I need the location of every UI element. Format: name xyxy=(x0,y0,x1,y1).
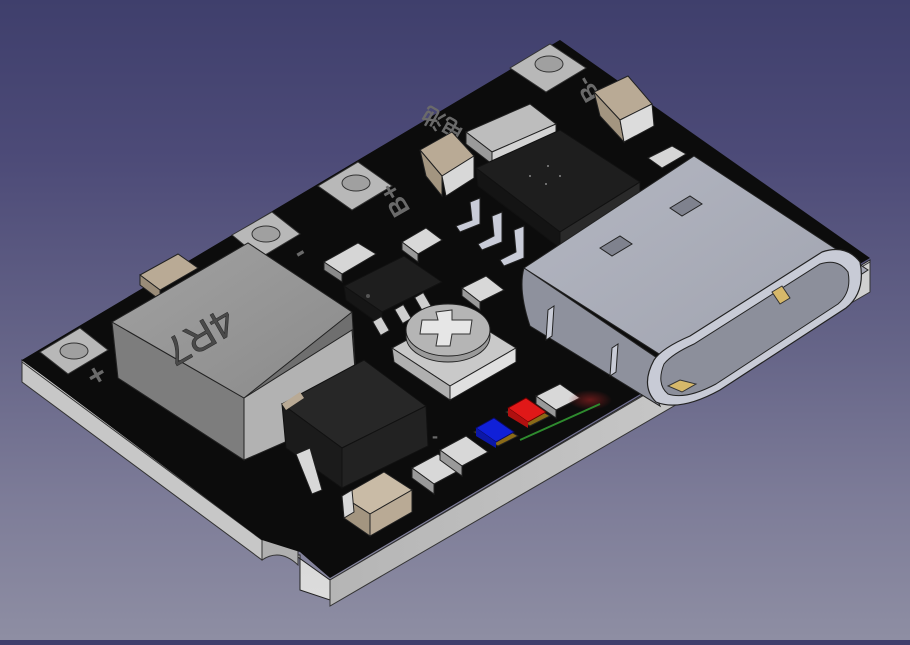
capacitor-c1 xyxy=(139,253,199,301)
green-trace xyxy=(519,403,601,441)
capacitor-c3 xyxy=(593,75,655,144)
resistor-r2 xyxy=(647,145,687,169)
resistor-r3 xyxy=(461,275,505,312)
led-red xyxy=(504,397,552,428)
pad-b-minus xyxy=(509,43,587,93)
usb-latch-slot-1 xyxy=(599,235,633,257)
silk-mark-minus: - xyxy=(432,426,438,446)
usb-c-connector[interactable] xyxy=(521,155,869,408)
resistor-r1 xyxy=(323,242,377,283)
led-blue xyxy=(472,417,520,448)
pad-b-plus xyxy=(317,161,393,211)
red-glow xyxy=(568,390,612,410)
capacitor-c5 xyxy=(341,471,413,537)
resistor-r5 xyxy=(439,435,489,477)
capacitor-c4 xyxy=(401,227,443,263)
diode-sma xyxy=(281,359,429,495)
phillips-cross-icon xyxy=(419,309,473,347)
ic-leads xyxy=(455,197,525,267)
pad-out-plus xyxy=(39,327,109,375)
ic-sot23 xyxy=(343,255,443,337)
usb-latch-slot-2 xyxy=(669,195,703,217)
trim-potentiometer xyxy=(391,303,517,401)
capacitor-c2 xyxy=(419,131,475,198)
